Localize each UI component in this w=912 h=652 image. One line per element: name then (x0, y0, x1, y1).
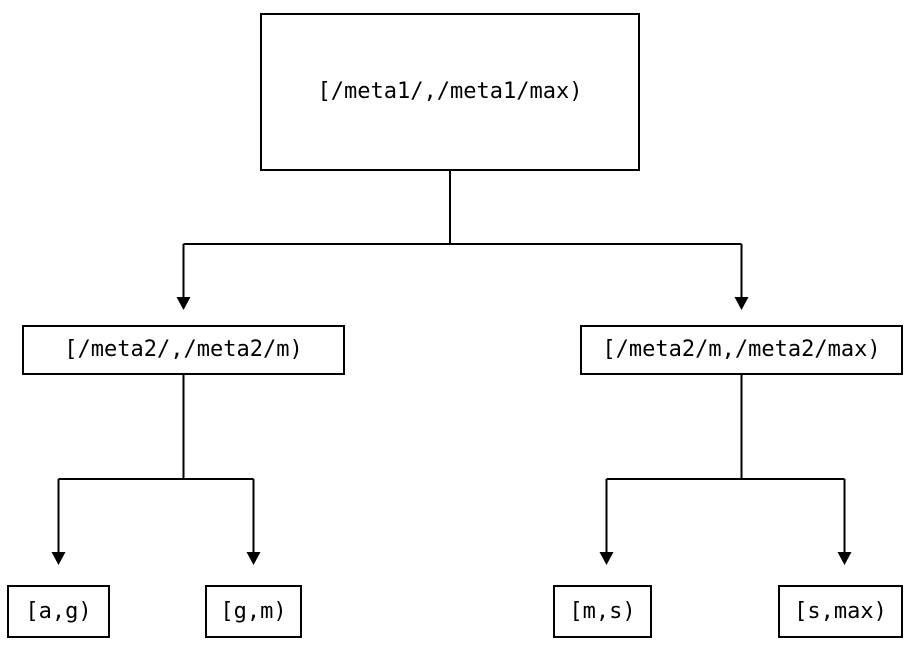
node-right-label: [/meta2/m,/meta2/max) (602, 337, 881, 362)
node-leaf-ag: [a,g) (7, 585, 110, 638)
node-root-interval: [/meta1/,/meta1/max) (260, 13, 640, 171)
arrowhead-to-leaf-gm (246, 552, 261, 565)
node-right-interval: [/meta2/m,/meta2/max) (580, 325, 903, 375)
node-left-interval: [/meta2/,/meta2/m) (22, 325, 345, 375)
node-leaf-smax: [s,max) (778, 585, 903, 638)
edge-left-to-children (51, 375, 261, 565)
node-leaf-ms-label: [m,s) (569, 598, 636, 624)
node-root-label: [/meta1/,/meta1/max) (317, 79, 583, 104)
node-leaf-gm: [g,m) (205, 585, 302, 638)
node-leaf-ms: [m,s) (553, 585, 652, 638)
arrowhead-to-leaf-ms (599, 552, 614, 565)
edge-root-to-children (176, 171, 749, 310)
arrowhead-to-leaf-ag (51, 552, 66, 565)
node-left-label: [/meta2/,/meta2/m) (64, 337, 303, 362)
edge-right-to-children (599, 375, 852, 565)
node-leaf-smax-label: [s,max) (794, 598, 887, 624)
arrowhead-to-leaf-smax (837, 552, 852, 565)
arrowhead-to-right-node (734, 297, 749, 310)
node-leaf-gm-label: [g,m) (220, 598, 287, 624)
node-leaf-ag-label: [a,g) (25, 598, 92, 624)
arrowhead-to-left-node (176, 297, 191, 310)
